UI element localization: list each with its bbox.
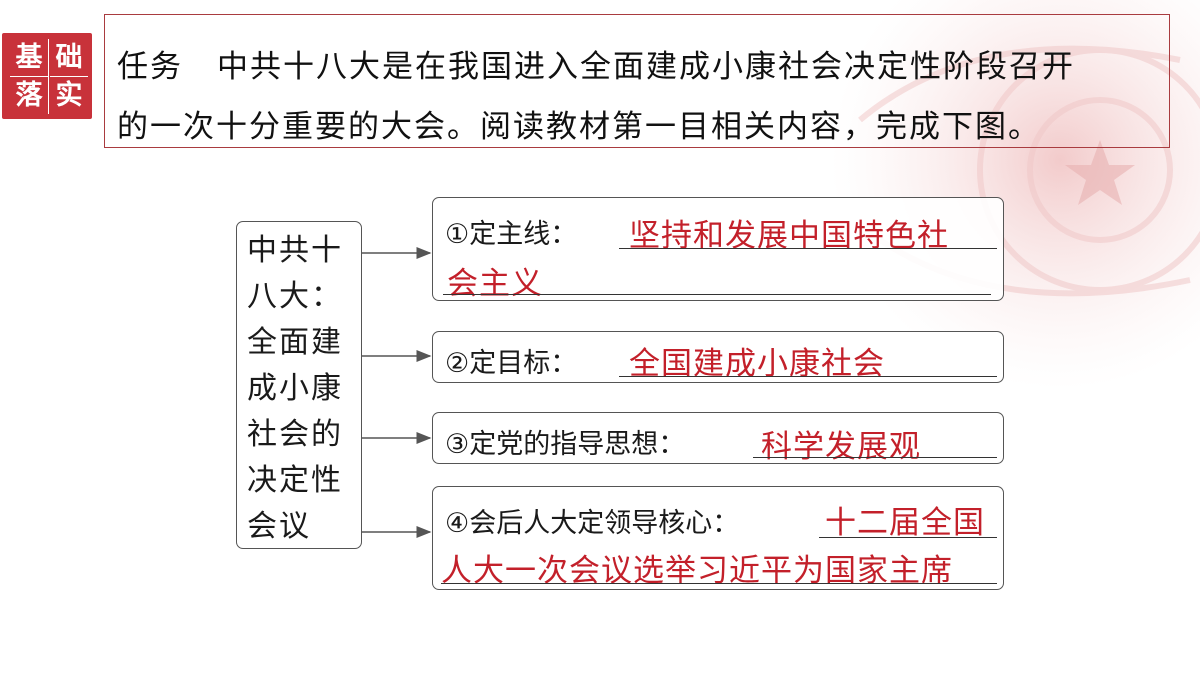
answer-underline <box>619 248 997 249</box>
answer-underline <box>619 376 997 377</box>
badge-char: 实 <box>55 80 83 111</box>
branch-answer-line1: 十二届全国 <box>825 505 985 541</box>
branch-prefix: ③定党的指导思想： <box>445 429 686 460</box>
answer-underline <box>443 294 991 295</box>
badge-char: 落 <box>10 77 49 114</box>
root-node: 中共十八大：全面建成小康社会的决定性会议 <box>236 221 362 549</box>
branch-main-line: ①定主线： 坚持和发展中国特色社 会主义 <box>432 197 1004 302</box>
branch-goal: ②定目标： 全国建成小康社会 <box>432 331 1004 383</box>
answer-underline <box>819 537 997 538</box>
branch-guiding-thought: ③定党的指导思想： 科学发展观 <box>432 412 1004 465</box>
task-line-1: 任务中共十八大是在我国进入全面建成小康社会决定性阶段召开 <box>117 41 1075 86</box>
branch-prefix: ①定主线： <box>445 219 578 250</box>
task-text-1: 中共十八大是在我国进入全面建成小康社会决定性阶段召开 <box>217 49 1075 85</box>
task-box: 任务中共十八大是在我国进入全面建成小康社会决定性阶段召开 的一次十分重要的大会。… <box>104 14 1170 148</box>
badge-char: 基 <box>10 39 49 77</box>
badge-char: 础 <box>50 39 88 77</box>
branch-answer: 科学发展观 <box>761 429 921 465</box>
branch-prefix: ②定目标： <box>445 348 578 379</box>
root-text: 中共十八大：全面建成小康社会的决定性会议 <box>247 233 343 544</box>
branch-leadership-core: ④会后人大定领导核心： 十二届全国 人大一次会议选举习近平为国家主席 <box>432 486 1004 590</box>
task-label: 任务 <box>117 49 183 85</box>
answer-underline <box>441 583 997 584</box>
branch-answer-line2: 会主义 <box>447 266 543 302</box>
branch-prefix: ④会后人大定领导核心： <box>445 508 740 539</box>
section-badge: 基 础 落 实 <box>2 33 92 119</box>
task-line-2: 的一次十分重要的大会。阅读教材第一目相关内容，完成下图。 <box>117 109 1041 145</box>
answer-underline <box>753 457 997 458</box>
